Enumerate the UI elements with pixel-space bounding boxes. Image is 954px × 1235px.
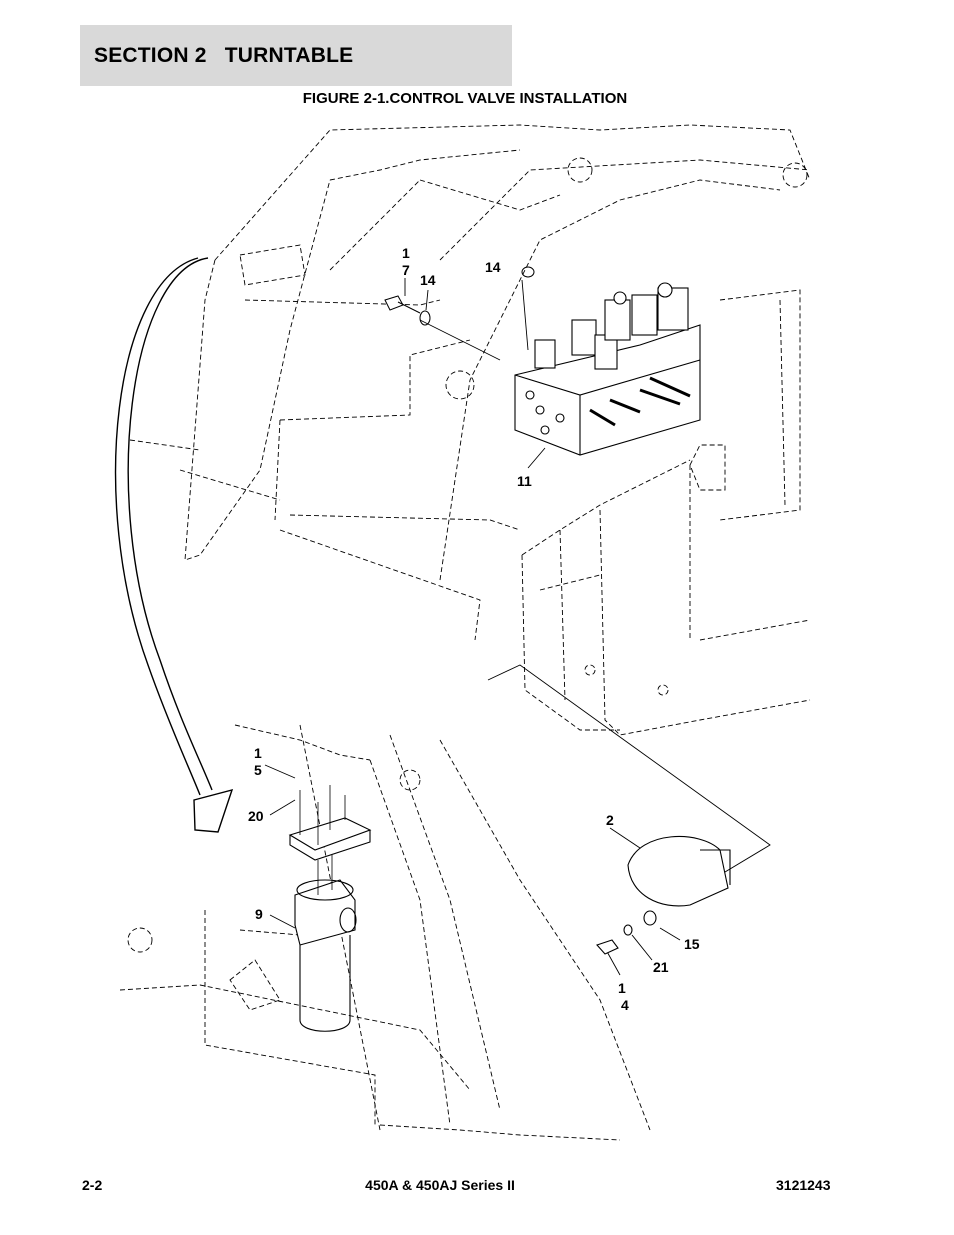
callout-17-line1: 1	[402, 245, 410, 261]
footer-page-number: 2-2	[82, 1177, 103, 1193]
filter-assembly	[288, 785, 372, 1032]
figure-title: FIGURE 2-1.CONTROL VALVE INSTALLATION	[302, 90, 628, 107]
callout-14-bolt-washer: 14	[420, 272, 436, 288]
curved-arrow	[114, 257, 234, 833]
callouts: 1 7 14 14 11 1 5 20 9 2 15 21 1 4	[248, 245, 700, 1013]
callout-15-line2: 5	[254, 762, 262, 778]
footer-doc-number: 3121243	[776, 1177, 831, 1193]
callout-15-horn-washer: 15	[684, 936, 700, 952]
turntable-block	[521, 459, 811, 736]
callout-14-line2: 4	[621, 997, 629, 1013]
section-header: SECTION 2 TURNTABLE	[80, 25, 512, 86]
callout-15-line1: 1	[254, 745, 262, 761]
footer-model: 450A & 450AJ Series II	[365, 1177, 515, 1193]
callout-14-valve-washer: 14	[485, 259, 501, 275]
callout-11: 11	[517, 473, 532, 489]
section-title: SECTION 2 TURNTABLE	[94, 43, 354, 67]
control-valve	[514, 282, 701, 456]
callout-17-line2: 7	[402, 262, 410, 278]
callout-9: 9	[255, 906, 263, 922]
bolt-17	[384, 266, 535, 326]
callout-14-line1: 1	[618, 980, 626, 996]
turntable-frame-upper	[129, 124, 811, 641]
callout-20: 20	[248, 808, 264, 824]
callout-21: 21	[653, 959, 669, 975]
horn	[596, 835, 731, 955]
turntable-frame-lower	[119, 724, 651, 1141]
callout-2: 2	[606, 812, 614, 828]
